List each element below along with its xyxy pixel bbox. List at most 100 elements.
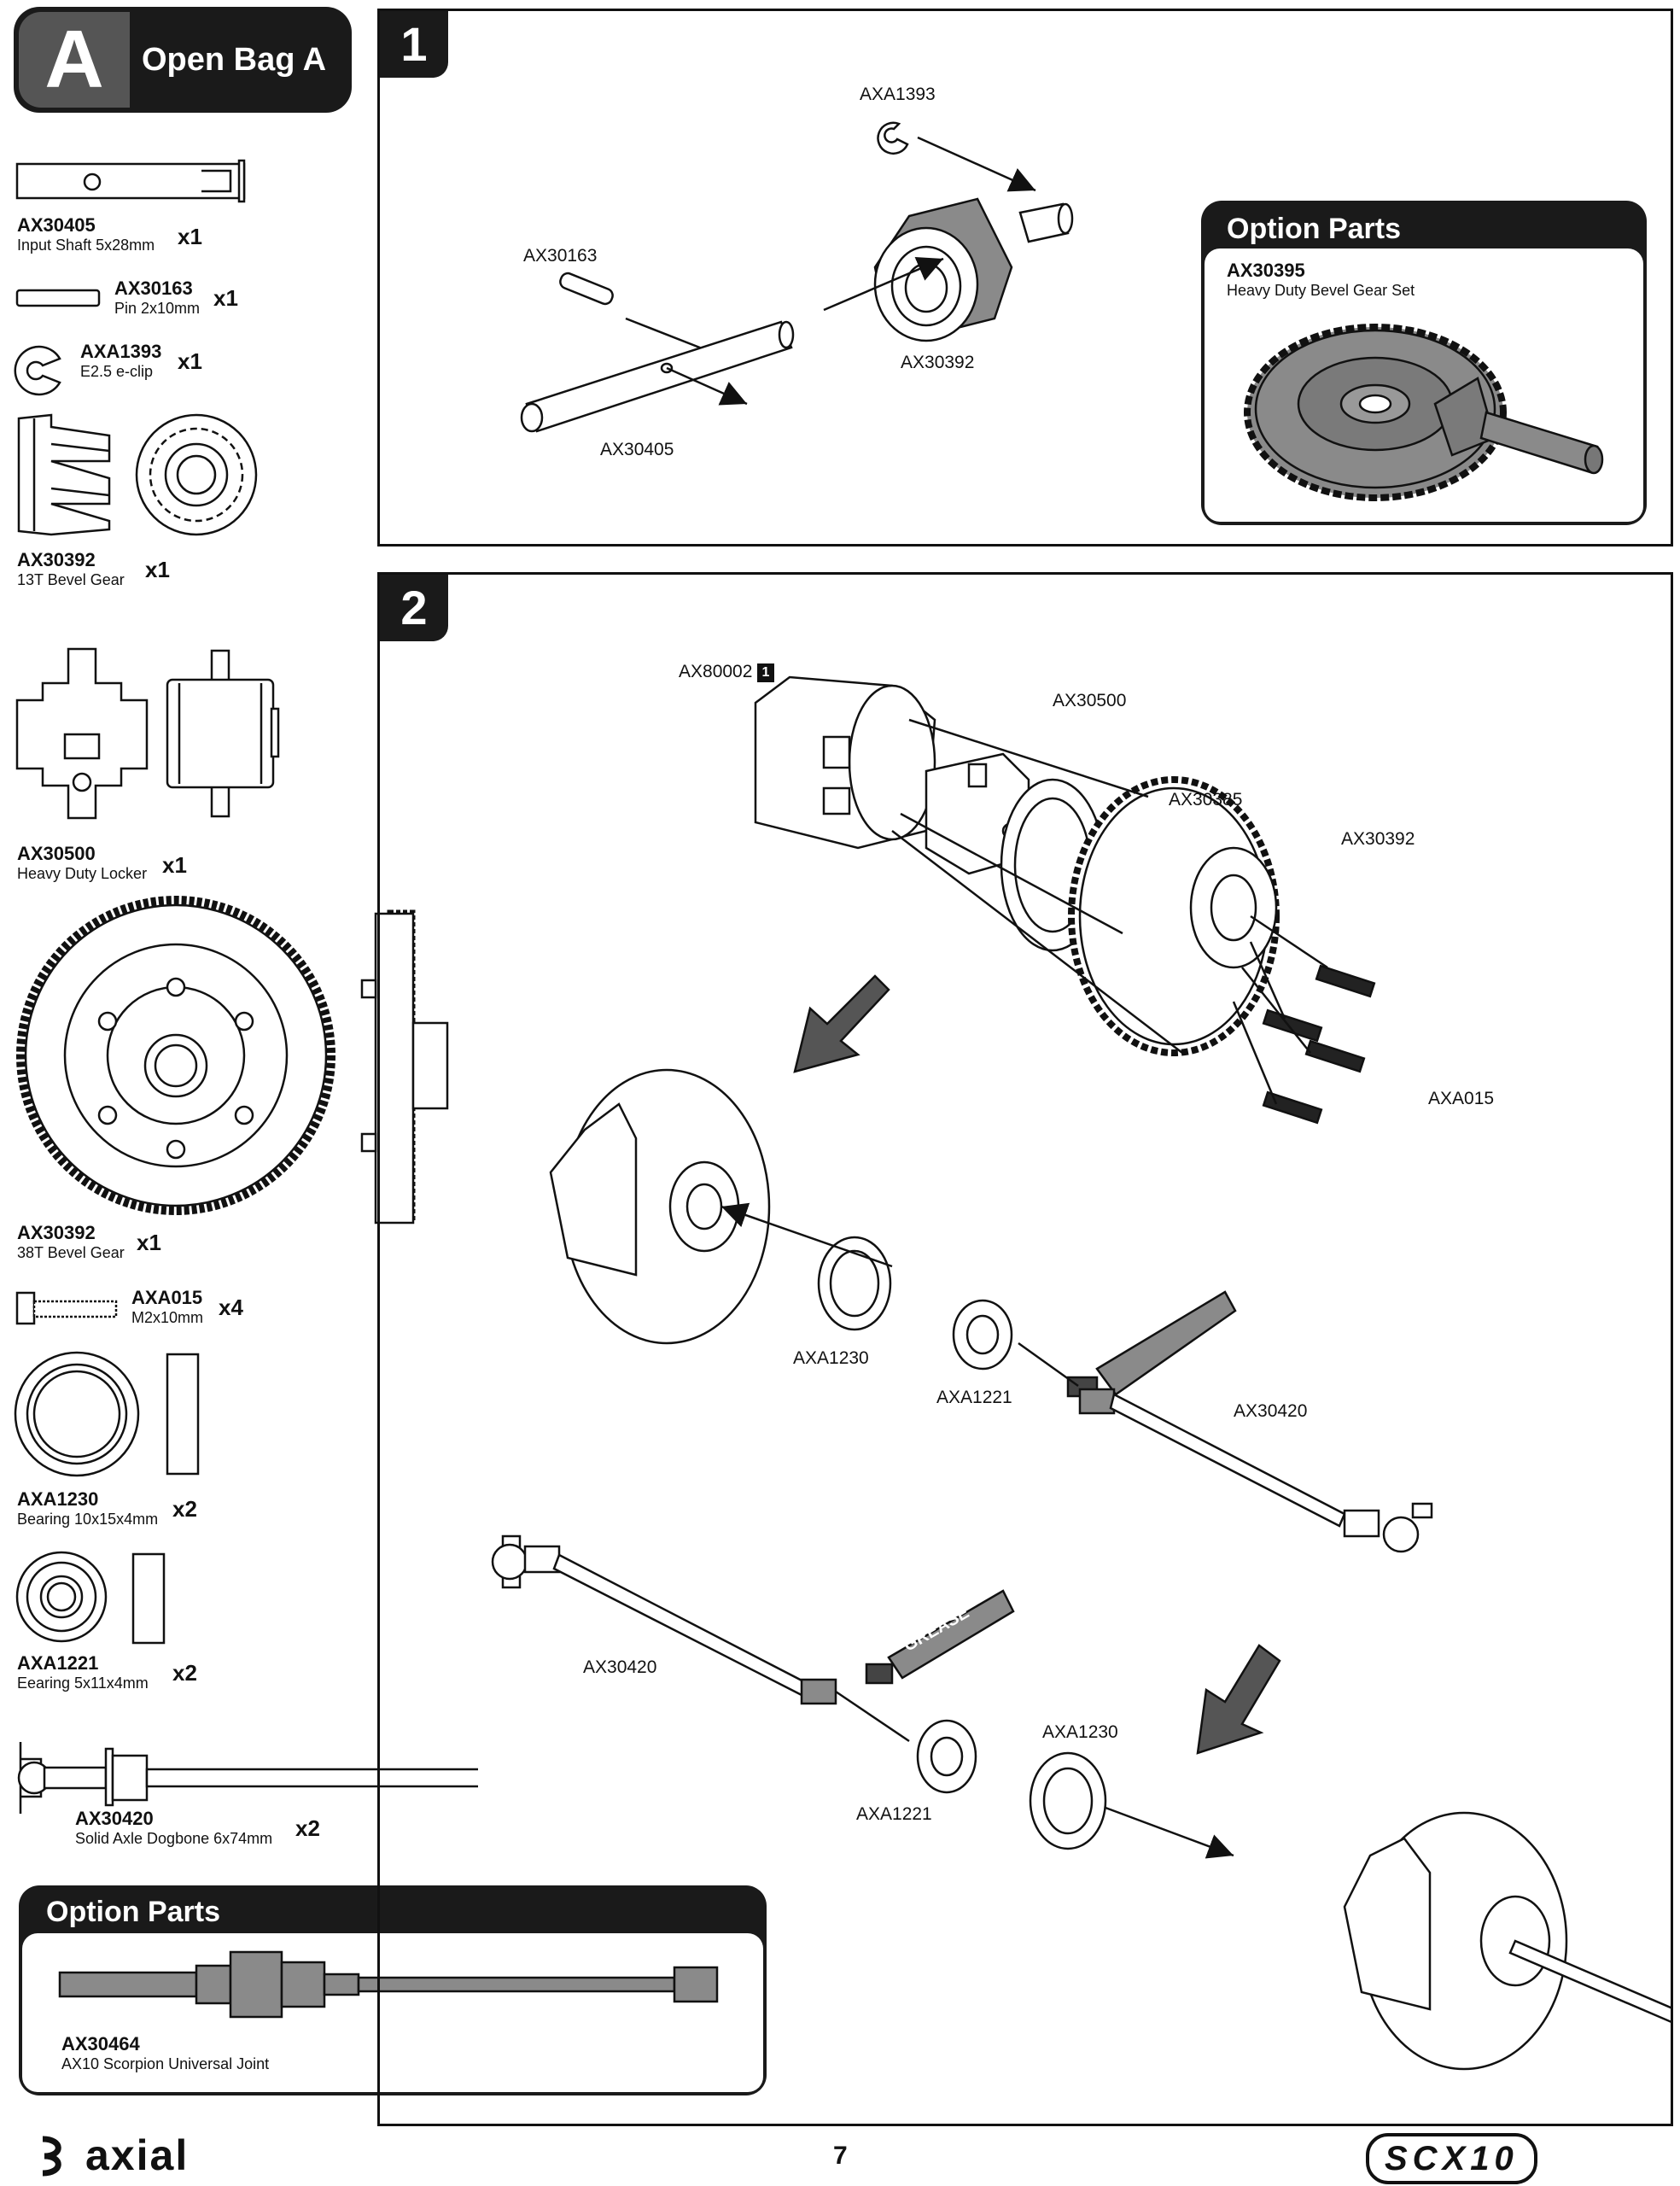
- ring-gear-icon: [1068, 776, 1280, 1056]
- brand-logo: axial: [34, 2131, 189, 2179]
- part-qty: x2: [295, 1815, 320, 1841]
- option-part-entry: AX30464 AX10 Scorpion Universal Joint: [61, 2034, 269, 2073]
- dogbone-icon: [17, 1742, 478, 1814]
- part-code: AXA1393: [80, 341, 162, 362]
- part-entry: AXA1221 Eearing 5x11x4mm: [17, 1653, 149, 1692]
- callout-screws: AXA015: [1428, 1089, 1495, 1108]
- part-desc: Input Shaft 5x28mm: [17, 237, 155, 254]
- callout-case: AX80002: [679, 662, 753, 681]
- step-1-diagram: [520, 121, 1074, 433]
- bevel-gear-set-icon: [1244, 324, 1604, 501]
- option-part-desc: AX10 Scorpion Universal Joint: [61, 2055, 270, 2072]
- part-code: AXA1230: [17, 1488, 99, 1510]
- product-logo: SCX10: [1366, 2133, 1537, 2184]
- bevel-gear-13t-face-icon: [135, 413, 258, 536]
- eclip-icon: [14, 345, 61, 396]
- bearing-small-icon: [15, 1551, 166, 1645]
- axial-logo-icon: [42, 2136, 61, 2177]
- part-qty: x1: [137, 1230, 161, 1255]
- bevel-gear-13t-side-icon: [17, 413, 111, 536]
- option-part-code: AX30464: [61, 2033, 140, 2054]
- part-code: AX30392: [17, 549, 96, 570]
- bearing-large-icon: [1029, 1751, 1107, 1850]
- callout-locker: AX30500: [1053, 691, 1127, 710]
- part-desc: Pin 2x10mm: [114, 300, 201, 317]
- input-shaft-icon: [15, 159, 246, 203]
- option-parts-body: AX30464 AX10 Scorpion Universal Joint: [22, 1933, 763, 2092]
- part-entry: AX30500 Heavy Duty Locker: [17, 844, 147, 883]
- bag-letter: A: [19, 12, 130, 108]
- callout-eclip: AXA1393: [860, 85, 936, 104]
- option-parts-title: Option Parts: [46, 1896, 221, 1928]
- part-qty: x4: [219, 1295, 243, 1320]
- dogbone-axle-icon: [1078, 1388, 1433, 1553]
- callout-gear: AX30392: [901, 353, 975, 372]
- callout-case-badge: 1: [757, 663, 774, 682]
- part-qty: x1: [162, 852, 187, 878]
- part-code: AX30392: [17, 1222, 96, 1243]
- part-desc: Bearing 10x15x4mm: [17, 1511, 159, 1528]
- callout-ring-gear: AX30392: [1341, 829, 1415, 849]
- bearing-small-icon: [952, 1299, 1013, 1371]
- callout-shaft: AX30405: [600, 440, 674, 459]
- part-desc: Solid Axle Dogbone 6x74mm: [75, 1830, 273, 1847]
- step-2-badge: 2: [380, 575, 448, 641]
- brand-name: axial: [85, 2131, 190, 2179]
- down-arrow-icon: [1196, 1644, 1281, 1755]
- part-qty: x1: [145, 557, 170, 582]
- callout-bearing-small-left: AXA1221: [856, 1804, 932, 1824]
- option-parts-panel-step1: Option Parts AX30395 Heavy Duty Bevel Ge…: [1201, 201, 1647, 525]
- option-part-entry: AX30395 Heavy Duty Bevel Gear Set: [1227, 260, 1415, 300]
- step-1-panel: 1: [377, 9, 1673, 546]
- bearing-large-icon: [14, 1351, 200, 1477]
- part-entry: AX30420 Solid Axle Dogbone 6x74mm: [75, 1809, 272, 1848]
- parts-list-drawings: [14, 159, 478, 1814]
- part-desc: M2x10mm: [131, 1309, 204, 1326]
- part-desc: Heavy Duty Locker: [17, 865, 148, 882]
- part-desc: E2.5 e-clip: [80, 363, 154, 380]
- locker-front-icon: [15, 647, 149, 820]
- callout-axle: AX30420: [1234, 1401, 1308, 1421]
- bag-title: Open Bag A: [142, 42, 327, 78]
- assembled-diff-icon: [549, 1068, 771, 1345]
- bag-header: A Open Bag A: [14, 7, 352, 113]
- part-code: AX30163: [114, 278, 193, 299]
- part-entry: AXA1230 Bearing 10x15x4mm: [17, 1489, 158, 1528]
- pinion-gear-icon: [873, 197, 1013, 342]
- pin-icon: [15, 289, 101, 307]
- part-entry: AXA015 M2x10mm: [131, 1288, 203, 1327]
- bearing-large-icon: [817, 1236, 892, 1331]
- screw-icon: [1262, 964, 1376, 1125]
- bearing-small-icon: [916, 1719, 977, 1794]
- part-code: AX30500: [17, 843, 96, 864]
- part-entry: AX30405 Input Shaft 5x28mm: [17, 215, 155, 254]
- callout-axle-left: AX30420: [583, 1657, 657, 1677]
- eclip-icon: [877, 121, 909, 155]
- callout-pin: AX30163: [523, 246, 598, 266]
- pin-icon: [559, 272, 614, 306]
- step-1-badge: 1: [380, 11, 448, 78]
- part-code: AXA015: [131, 1287, 203, 1308]
- option-parts-body: AX30395 Heavy Duty Bevel Gear Set: [1205, 248, 1643, 522]
- callout-shim: AX30385: [1169, 790, 1243, 810]
- option-part-desc: Heavy Duty Bevel Gear Set: [1227, 282, 1415, 299]
- assembled-diff-icon: [1343, 1811, 1671, 2071]
- option-part-code: AX30395: [1227, 260, 1305, 281]
- ring-gear-38t-face-icon: [16, 896, 335, 1215]
- option-parts-panel-left: Option Parts AX30464 AX10 Scorpion Unive…: [19, 1885, 767, 2095]
- part-entry: AX30392 13T Bevel Gear: [17, 550, 125, 589]
- part-qty: x2: [172, 1660, 197, 1686]
- part-entry: AX30163 Pin 2x10mm: [114, 278, 200, 318]
- part-code: AX30405: [17, 214, 96, 236]
- step-2-diagram: [491, 675, 1671, 2071]
- universal-joint-icon: [58, 1950, 719, 2019]
- part-qty: x1: [178, 348, 202, 374]
- part-qty: x1: [178, 224, 202, 249]
- part-entry: AXA1393 E2.5 e-clip: [80, 342, 161, 381]
- input-shaft-icon: [520, 320, 795, 433]
- diff-case-icon: [754, 675, 936, 850]
- callout-bearing-large: AXA1230: [793, 1348, 869, 1368]
- grease-tube-icon: [865, 1589, 1015, 1685]
- part-desc: Eearing 5x11x4mm: [17, 1675, 149, 1692]
- option-parts-title: Option Parts: [1227, 213, 1402, 245]
